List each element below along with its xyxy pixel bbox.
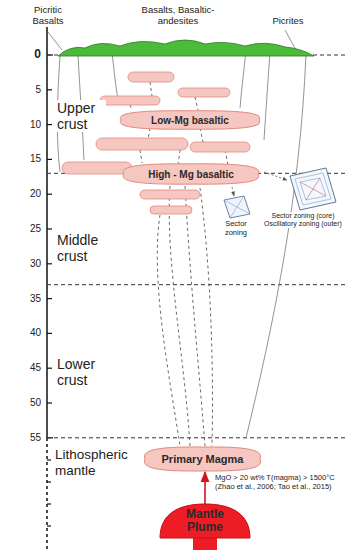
magma-sill	[190, 142, 250, 152]
outline-line	[246, 54, 306, 438]
depth-number: 20	[14, 188, 42, 200]
layer-label: Lithospheric mantle	[54, 447, 142, 478]
crystal-zoning	[300, 178, 326, 200]
conduit-line	[150, 82, 152, 96]
depth-number: 35	[14, 293, 42, 305]
mantle-plume-head: Mantle Plume	[160, 504, 250, 538]
callout-arrow	[232, 187, 234, 196]
axis-tick	[47, 298, 52, 299]
layer-boundaries	[47, 55, 345, 438]
outline-line	[264, 52, 270, 140]
crystal-zoning	[295, 173, 331, 205]
crystal-sector-zoning	[224, 196, 250, 218]
layer-label: Upper crust	[56, 100, 106, 132]
depth-number: 30	[14, 258, 42, 270]
magma-sill	[178, 88, 230, 97]
axis-tick	[47, 503, 51, 504]
primary-magma-chamber: Primary Magma	[140, 446, 265, 472]
crystal-oscillatory-zoning	[290, 168, 336, 210]
conduit-line	[195, 97, 198, 110]
boundary-line	[47, 284, 345, 285]
rock-type-label: Picritic Basalts	[24, 5, 72, 27]
axis-tick	[47, 159, 52, 160]
axis-tick	[47, 124, 52, 125]
callout-label: Sector zoning	[214, 220, 258, 237]
magma-sill	[96, 138, 188, 150]
magma-conduits	[130, 82, 228, 446]
boundary-line	[47, 437, 345, 438]
volcanic-surface	[58, 40, 314, 56]
magma-sills	[62, 72, 250, 214]
axis-tick	[47, 263, 52, 264]
axis-tick	[47, 228, 52, 229]
axis-tick	[47, 89, 52, 90]
node-text: High - Mg basaltic	[148, 169, 234, 180]
note-label: MgO > 20 wt% T(magma) > 1500°C (Zhao et …	[214, 474, 344, 491]
rock-type-label: Basalts, Basaltic-andesites	[128, 5, 228, 27]
node-text: Low-Mg basaltic	[151, 115, 229, 126]
axis-tick	[47, 194, 52, 195]
conduit-line	[178, 150, 180, 165]
outline-line	[240, 50, 246, 108]
axis-ticks	[47, 55, 53, 526]
depth-number: 50	[14, 397, 42, 409]
conduit-line	[185, 186, 205, 446]
shape-fill	[120, 111, 260, 130]
axis-tick	[47, 525, 51, 526]
magma-sill	[140, 190, 200, 199]
magma-sill	[62, 162, 132, 174]
conduit-line	[140, 150, 142, 163]
conduit-line	[200, 188, 213, 446]
callout-arrow	[264, 172, 287, 180]
callout-label: Sector zoning (core) Oscillatory zoning …	[263, 212, 343, 228]
outline-line	[112, 52, 118, 98]
conduit-line	[157, 215, 180, 446]
depth-number: 25	[14, 223, 42, 235]
magma-chamber: High - Mg basaltic	[118, 163, 264, 185]
crystal-zoning	[224, 196, 250, 218]
magma-sill	[100, 96, 160, 105]
conduit-line	[169, 186, 190, 446]
depth-number: 40	[14, 327, 42, 339]
axis-tick	[47, 481, 51, 482]
depth-number: 45	[14, 362, 42, 374]
axis-tick	[47, 459, 51, 460]
shape-fill	[160, 504, 250, 538]
depth-axis	[46, 438, 48, 550]
crystal-outline	[290, 168, 336, 210]
shape-fill	[123, 164, 259, 184]
crystal-outline	[224, 196, 250, 218]
depth-axis	[46, 5, 48, 438]
conduit-line	[200, 128, 203, 142]
conduit-line	[130, 105, 132, 110]
axis-tick	[47, 402, 52, 403]
layer-label: Lower crust	[56, 356, 106, 388]
depth-number: 10	[14, 119, 42, 131]
depth-number: 0	[14, 48, 42, 62]
depth-number: 15	[14, 153, 42, 165]
layer-label: Middle crust	[56, 232, 112, 264]
axis-tick	[47, 333, 52, 334]
axis-tick	[47, 368, 52, 369]
node-text: Primary Magma	[162, 453, 244, 465]
depth-number: 55	[14, 432, 42, 444]
outline-line	[48, 32, 62, 50]
crystal-zoning	[300, 178, 326, 200]
rock-type-label: Picrites	[264, 16, 312, 27]
magma-sill	[128, 72, 174, 82]
system-outline	[48, 30, 306, 438]
shape-fill	[144, 447, 260, 471]
magma-chamber: Low-Mg basaltic	[115, 110, 265, 130]
magma-sill	[150, 206, 192, 214]
flow-arrow	[204, 472, 206, 504]
depth-number: 5	[14, 84, 42, 96]
node-text: Mantle Plume	[178, 508, 232, 534]
